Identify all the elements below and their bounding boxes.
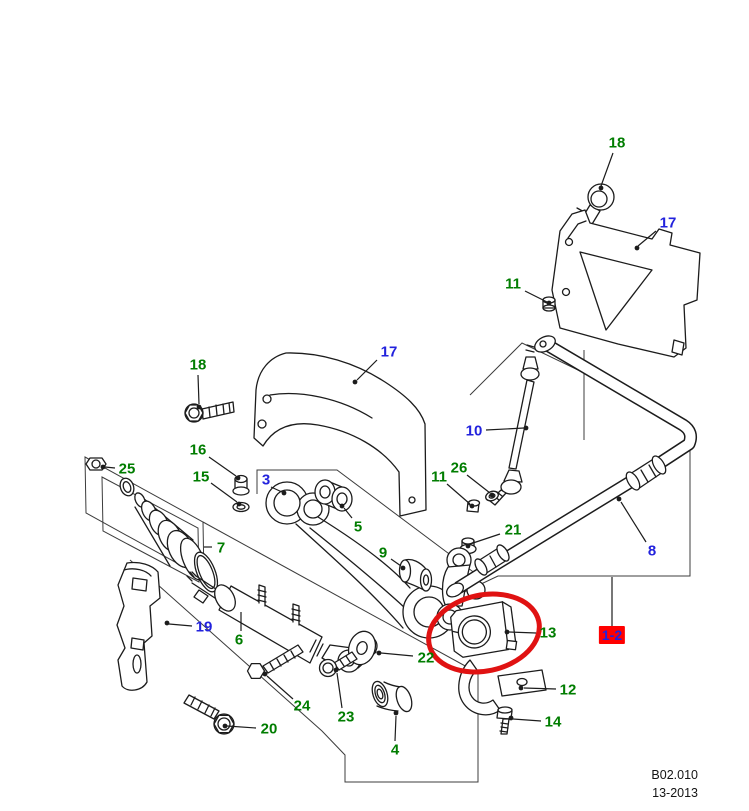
callout-leader-lines — [100, 152, 657, 742]
part-20-screw — [183, 694, 235, 735]
part-10-link — [489, 344, 540, 506]
callout-9[interactable]: 9 — [378, 544, 388, 562]
callout-10[interactable]: 10 — [465, 422, 483, 440]
construction-lines — [84, 342, 691, 783]
callout-8[interactable]: 8 — [647, 542, 657, 560]
callout-12[interactable]: 12 — [559, 681, 577, 699]
callout-13[interactable]: 13 — [539, 624, 557, 642]
callout-23[interactable]: 23 — [337, 708, 355, 726]
highlight-ellipse — [426, 591, 542, 675]
callout-1-2[interactable]: 1-2 — [598, 626, 626, 644]
part-14-bolt — [496, 706, 513, 735]
callout-4[interactable]: 4 — [390, 741, 400, 759]
callout-24[interactable]: 24 — [293, 697, 311, 715]
callout-17-shield[interactable]: 17 — [659, 214, 677, 232]
callout-15[interactable]: 15 — [192, 468, 210, 486]
part-13-bush — [450, 601, 518, 658]
part-19-bracket — [116, 561, 161, 691]
part-24-bolt — [246, 644, 304, 680]
callout-11-mid[interactable]: 11 — [431, 468, 447, 486]
callout-18-left[interactable]: 18 — [189, 356, 207, 374]
drawing-code: B02.010 — [651, 768, 698, 782]
callout-14[interactable]: 14 — [544, 713, 562, 731]
callout-26[interactable]: 26 — [450, 459, 468, 477]
drawing-reference: B02.010 13-2013 — [598, 766, 698, 802]
bar-bush-sleeve-2 — [474, 544, 510, 576]
bar-bush-sleeve — [625, 455, 667, 491]
callout-16[interactable]: 16 — [189, 441, 207, 459]
part-7-boot-kit — [119, 477, 219, 604]
callout-11-top[interactable]: 11 — [505, 275, 521, 293]
callout-22[interactable]: 22 — [417, 649, 435, 667]
callout-5[interactable]: 5 — [353, 518, 363, 536]
part-9-bush — [398, 558, 433, 592]
drawing-date: 13-2013 — [652, 786, 698, 800]
part-16-bush — [232, 474, 250, 496]
callout-3[interactable]: 3 — [261, 471, 271, 489]
part-17-heatshield — [551, 209, 701, 358]
callout-18-top[interactable]: 18 — [608, 134, 626, 152]
part-4-bush — [371, 680, 413, 713]
part-17-bracket — [253, 352, 427, 517]
callout-25[interactable]: 25 — [118, 460, 136, 478]
part-18-screw-left — [184, 401, 235, 423]
callout-21[interactable]: 21 — [504, 521, 522, 539]
callout-17-bracket[interactable]: 17 — [380, 343, 398, 361]
callout-6[interactable]: 6 — [234, 631, 244, 649]
part-23-bolt — [318, 651, 358, 678]
callout-20[interactable]: 20 — [260, 720, 278, 738]
callout-7[interactable]: 7 — [216, 539, 226, 557]
callout-19[interactable]: 19 — [195, 618, 213, 636]
